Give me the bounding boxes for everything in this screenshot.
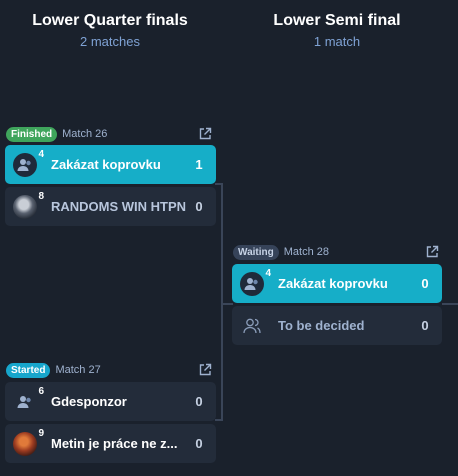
team-name: To be decided bbox=[278, 318, 365, 333]
team-icon bbox=[17, 158, 31, 171]
team-name: Metin je práce ne z... bbox=[51, 436, 178, 451]
team-name: Gdesponzor bbox=[51, 394, 127, 409]
team-avatar: 4 bbox=[13, 149, 44, 177]
match-label: Match 28 bbox=[283, 246, 329, 258]
team-row[interactable]: 4 Zakázat koprovku 1 bbox=[5, 145, 216, 184]
team-avatar: 4 bbox=[240, 268, 271, 296]
team-name: Zakázat koprovku bbox=[51, 157, 161, 172]
match-label: Match 27 bbox=[55, 364, 101, 376]
team-icon bbox=[17, 395, 31, 408]
column-subtitle: 2 matches bbox=[80, 34, 140, 49]
team-name: RANDOMS WIN HTPN bbox=[51, 199, 187, 214]
team-score: 0 bbox=[195, 436, 203, 451]
team-row[interactable]: 6 Gdesponzor 0 bbox=[5, 382, 216, 421]
bracket-connector-out bbox=[442, 303, 458, 305]
team-row[interactable]: 8 RANDOMS WIN HTPN 0 bbox=[5, 187, 216, 226]
team-score: 0 bbox=[195, 394, 203, 409]
match-header: Waiting Match 28 bbox=[233, 244, 329, 260]
team-name: Zakázat koprovku bbox=[278, 276, 388, 291]
external-link-icon[interactable] bbox=[198, 127, 212, 141]
team-score: 0 bbox=[421, 276, 429, 291]
bracket-connector-bottom bbox=[215, 419, 223, 421]
member-count: 6 bbox=[38, 385, 44, 397]
team-avatar: 6 bbox=[13, 386, 44, 414]
column-header-semi-final: Lower Semi final 1 match bbox=[228, 0, 446, 49]
bracket-connector-top bbox=[215, 183, 223, 185]
team-avatar-image: 9 bbox=[13, 428, 44, 456]
bracket-connector-vertical bbox=[221, 183, 223, 421]
status-badge: Waiting bbox=[233, 244, 279, 260]
match-header: Started Match 27 bbox=[6, 362, 101, 378]
member-count: 8 bbox=[38, 190, 44, 202]
team-avatar bbox=[240, 314, 264, 338]
status-badge: Started bbox=[6, 362, 51, 378]
external-link-icon[interactable] bbox=[198, 363, 212, 377]
team-row[interactable]: 9 Metin je práce ne z... 0 bbox=[5, 424, 216, 463]
status-badge: Finished bbox=[6, 126, 58, 142]
team-avatar-image: 8 bbox=[13, 191, 44, 219]
match-header: Finished Match 26 bbox=[6, 126, 107, 142]
team-row[interactable]: To be decided 0 bbox=[232, 306, 442, 345]
team-row[interactable]: 4 Zakázat koprovku 0 bbox=[232, 264, 442, 303]
column-subtitle: 1 match bbox=[313, 34, 361, 49]
team-score: 0 bbox=[421, 318, 429, 333]
team-score: 1 bbox=[195, 157, 203, 172]
member-count: 4 bbox=[38, 148, 44, 160]
team-icon bbox=[244, 277, 258, 290]
member-count: 4 bbox=[265, 267, 271, 279]
match-label: Match 26 bbox=[62, 128, 108, 140]
team-score: 0 bbox=[195, 199, 203, 214]
column-title: Lower Quarter finals bbox=[32, 12, 188, 29]
team-icon bbox=[243, 318, 261, 333]
column-title: Lower Semi final bbox=[273, 12, 401, 29]
column-header-quarter-finals: Lower Quarter finals 2 matches bbox=[0, 0, 220, 49]
member-count: 9 bbox=[38, 427, 44, 439]
external-link-icon[interactable] bbox=[425, 245, 439, 259]
bracket-connector-mid bbox=[221, 303, 233, 305]
